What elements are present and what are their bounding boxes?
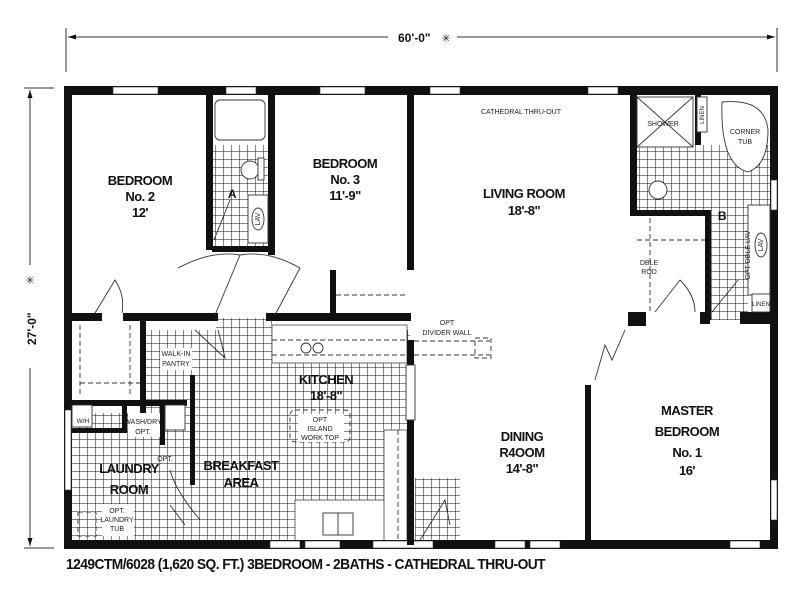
corner-tub-icon xyxy=(721,101,769,173)
bath-b-tag: B xyxy=(718,209,727,223)
bathtub-icon xyxy=(214,99,266,141)
divider-label: OPT xyxy=(440,320,455,327)
shower-label: SHOWER xyxy=(647,121,679,128)
depth-dimension: ✳ 27'-0" xyxy=(24,87,54,549)
bath-b-fixtures xyxy=(636,96,771,313)
door-swings xyxy=(94,199,739,541)
windows xyxy=(64,86,778,549)
sink-icon xyxy=(754,232,768,258)
plan-caption: 1249CTM/6028 (1,620 SQ. FT.) 3BEDROOM - … xyxy=(66,556,546,573)
sink-icon xyxy=(251,207,265,231)
island-label-3: WORK TOP xyxy=(301,435,339,442)
dble-lav-label: OPT DBLE LAV xyxy=(745,230,752,279)
linen-label: LINEN xyxy=(700,106,706,124)
bedroom-3-size: 11'-9" xyxy=(329,188,361,203)
water-heater-label: W/H xyxy=(77,418,90,425)
opt-label: OPT. xyxy=(157,456,173,463)
divider-label-2: DIVIDER WALL xyxy=(422,330,471,337)
island-label: OPT xyxy=(313,417,328,424)
dining-name-2: R4OOM xyxy=(499,445,544,460)
dble-rod-label-2: ROD xyxy=(641,269,657,276)
dining-name: DINING xyxy=(501,429,544,444)
depth-label: 27'-0" xyxy=(25,312,39,345)
asterisk-icon: ✳ xyxy=(25,275,34,287)
kitchen-size: 18'-8" xyxy=(310,388,343,403)
toilet-icon xyxy=(240,160,260,180)
cathedral-note: CATHEDRAL THRU-OUT xyxy=(481,109,562,116)
bedroom-3-name: BEDROOM xyxy=(313,156,377,171)
wash-dry-label-2: OPT. xyxy=(135,429,151,436)
cooktop-burner-icon xyxy=(312,342,324,354)
island-label-2: ISLAND xyxy=(307,426,332,433)
water-heater xyxy=(71,404,93,428)
corner-tub-label: CORNER xyxy=(730,129,760,136)
width-dimension: 60'-0" ✳ xyxy=(65,28,778,72)
bath-a-tag: A xyxy=(228,187,237,201)
laundry-name: LAUNDRY xyxy=(99,461,159,476)
laundry-tub-label-3: TUB xyxy=(110,526,124,533)
corner-tub-label-2: TUB xyxy=(738,139,752,146)
master-number: No. 1 xyxy=(672,445,702,460)
master-name: MASTER xyxy=(661,403,714,418)
dble-rod-label: DBLE xyxy=(640,260,659,267)
width-label: 60'-0" xyxy=(398,31,431,45)
bath-b-lav: LAV xyxy=(758,238,765,251)
pantry-label-2: PANTRY xyxy=(162,361,190,368)
bath-a-fixtures xyxy=(214,99,269,244)
tiled-floors xyxy=(70,145,772,545)
laundry-tub-label: OPT. xyxy=(109,508,125,515)
breakfast-name: BREAKFAST xyxy=(204,458,280,473)
kitchen-fixtures xyxy=(71,342,416,536)
kitchen-name: KITCHEN xyxy=(299,372,353,387)
bath-a-lav: LAV xyxy=(255,212,262,225)
bedroom-2-number: No. 2 xyxy=(125,189,155,204)
asterisk-icon: ✳ xyxy=(441,33,450,45)
closet-lines xyxy=(77,218,705,540)
dining-size: 14'-8" xyxy=(506,461,539,476)
laundry-tub-label-2: LAUNDRY xyxy=(100,517,134,524)
annotations: WALK-IN PANTRY WASH/DRY OPT. W/H OPT. OP… xyxy=(77,260,659,536)
room-labels: BEDROOM No. 2 12' BEDROOM No. 3 11'-9" C… xyxy=(99,109,719,497)
pantry-label: WALK-IN xyxy=(162,351,191,358)
bedroom-2-size: 12' xyxy=(132,205,148,220)
interior-walls xyxy=(72,95,772,545)
bedroom-3-number: No. 3 xyxy=(330,172,360,187)
master-size: 16' xyxy=(679,463,695,478)
toilet-icon xyxy=(648,180,668,200)
cooktop-burner-icon xyxy=(300,342,312,354)
living-room-name: LIVING ROOM xyxy=(483,186,565,201)
laundry-name-2: ROOM xyxy=(110,482,148,497)
living-room-size: 18'-8" xyxy=(508,203,541,218)
wash-dry-label: WASH/DRY xyxy=(124,419,162,426)
master-name-2: BEDROOM xyxy=(655,424,719,439)
breakfast-name-2: AREA xyxy=(224,475,260,490)
bedroom-2-name: BEDROOM xyxy=(108,173,172,188)
linen-label-2: LINEN xyxy=(752,302,770,308)
